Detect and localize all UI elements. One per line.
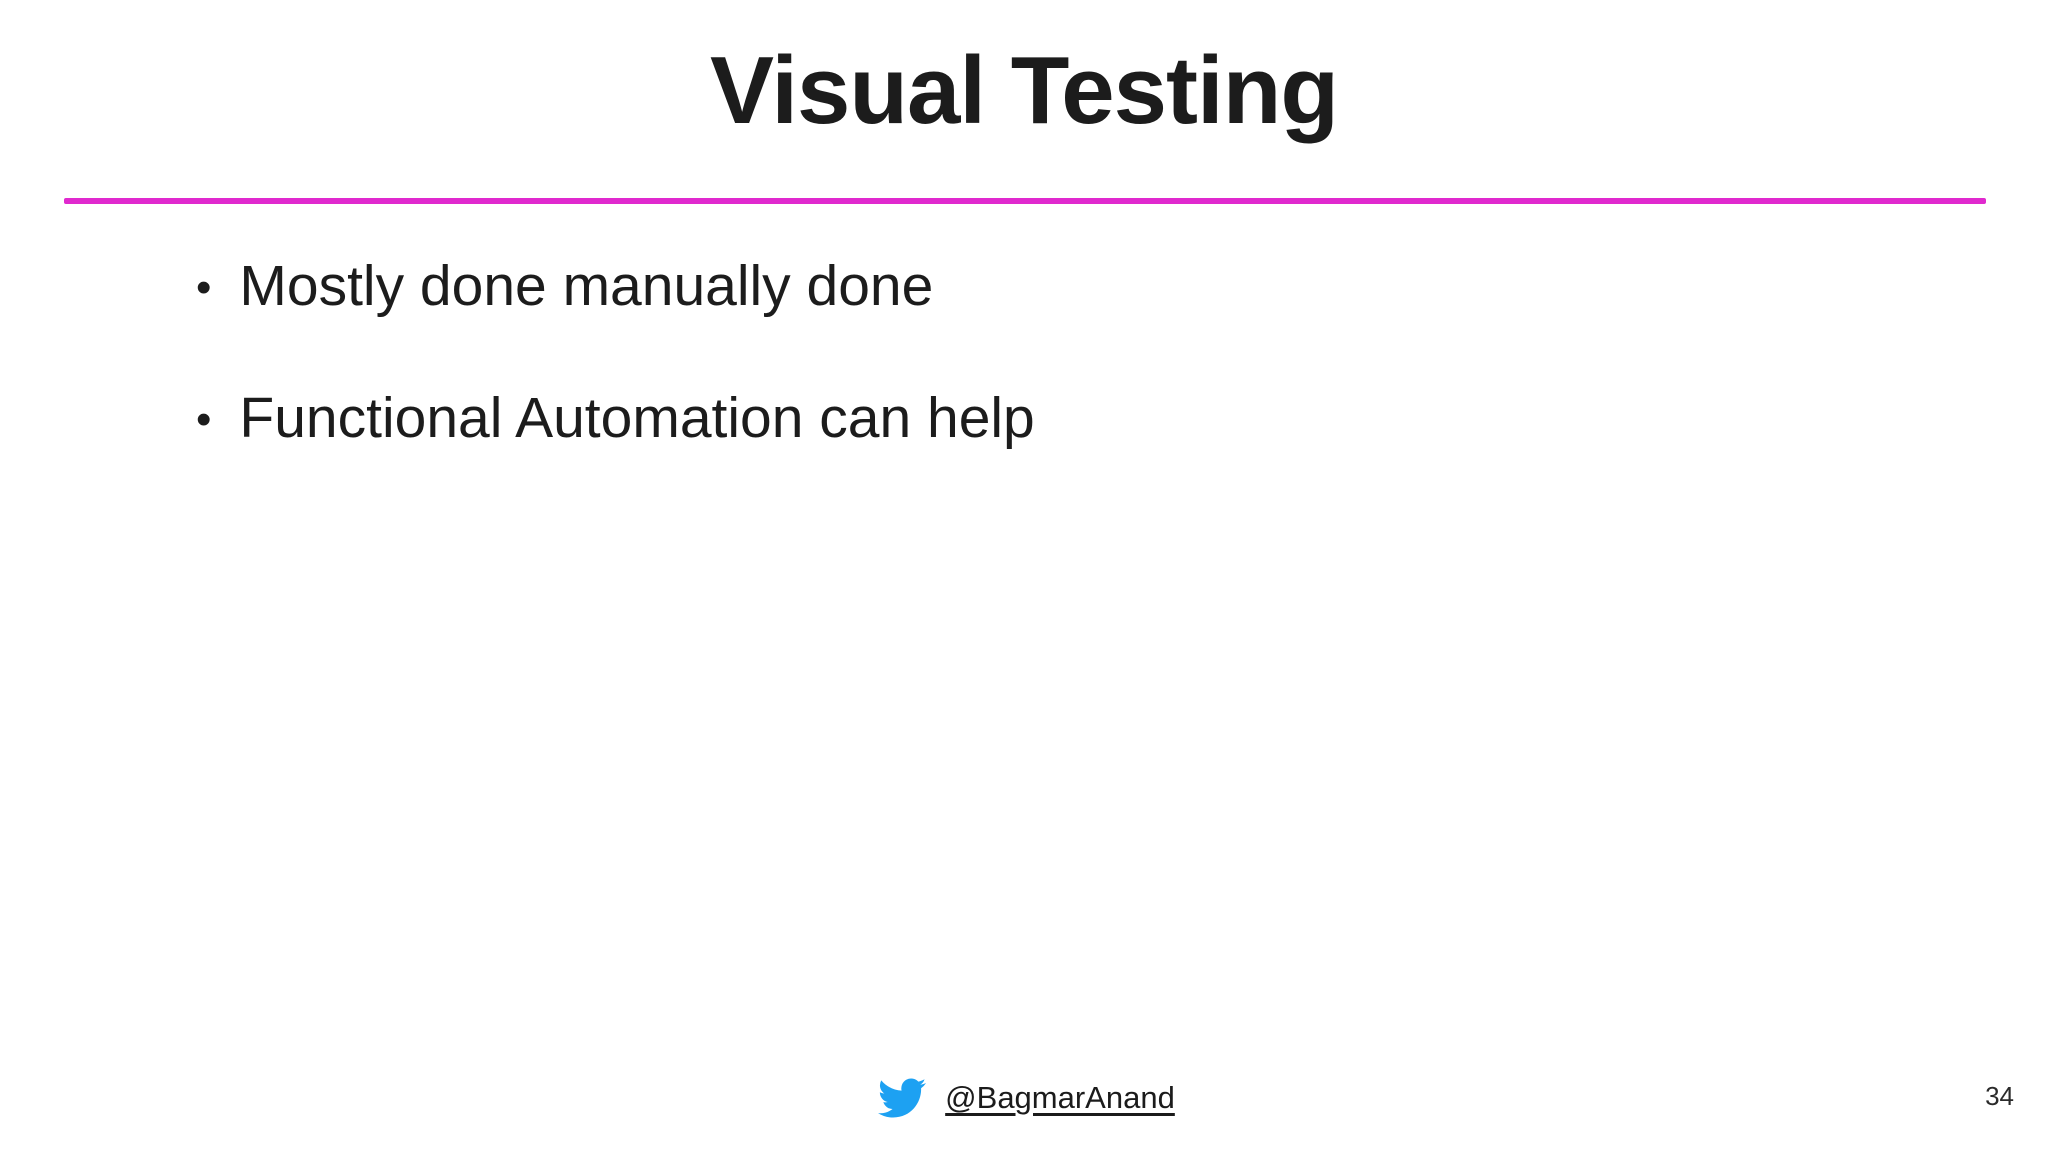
- twitter-handle-link[interactable]: @BagmarAnand: [945, 1080, 1175, 1115]
- bullet-item: Mostly done manually done: [196, 250, 1035, 324]
- title-divider-line: [64, 198, 1986, 204]
- slide-title: Visual Testing: [710, 37, 1339, 144]
- page-number: 34: [1985, 1081, 2014, 1111]
- bullet-list: Mostly done manually doneFunctional Auto…: [196, 250, 1035, 514]
- bullet-item: Functional Automation can help: [196, 382, 1034, 456]
- twitter-bird-icon: [873, 1074, 931, 1122]
- footer: @BagmarAnand: [0, 1074, 2048, 1122]
